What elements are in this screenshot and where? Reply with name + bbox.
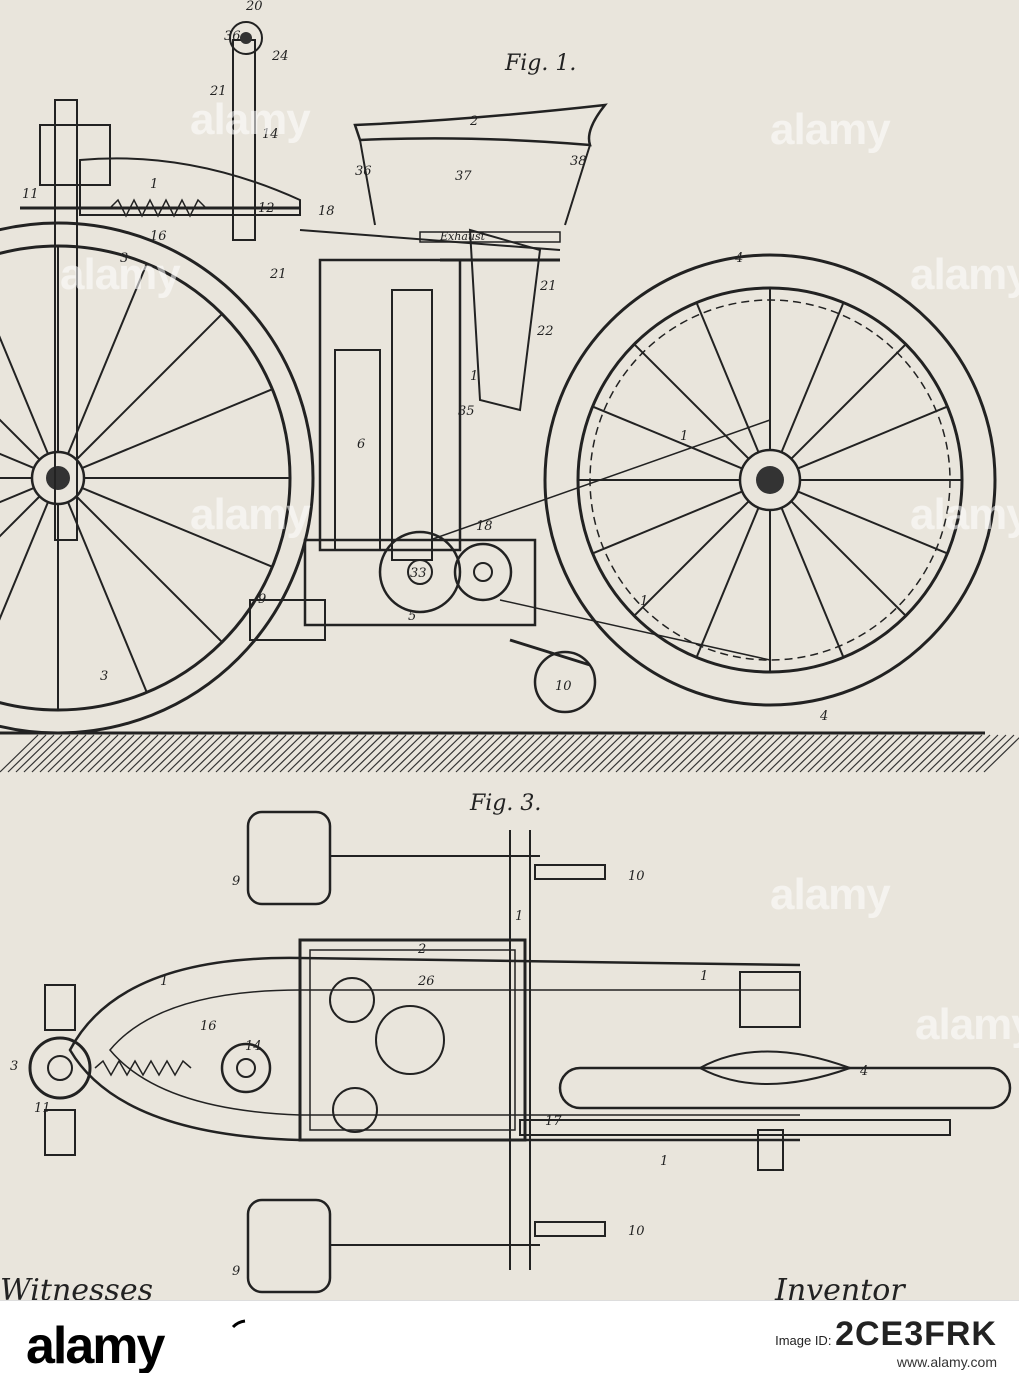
part-label: 4 xyxy=(859,1064,868,1079)
watermark-stamp: alamy xyxy=(770,870,890,920)
site-url: www.alamy.com xyxy=(775,1354,997,1370)
part-label: 36 xyxy=(355,164,372,179)
part-label: 36 xyxy=(224,29,241,44)
watermark-stamp: alamy xyxy=(915,1000,1019,1050)
part-label: 16 xyxy=(200,1019,217,1034)
part-label: 1 xyxy=(660,1154,668,1169)
part-label: 11 xyxy=(22,187,39,202)
part-label: 2 xyxy=(469,114,478,129)
patent-drawing-sheet: Fig. 1. xyxy=(0,0,1019,1300)
fig1-part-labels: 20 36 24 21 14 1 2 37 36 38 11 12 16 18 … xyxy=(22,0,828,724)
fig1-title: Fig. 1. xyxy=(504,51,576,76)
part-label: 3 xyxy=(100,669,108,684)
inventor-label: Inventor xyxy=(774,1273,906,1300)
part-label: 1 xyxy=(700,969,708,984)
part-label: 16 xyxy=(150,229,167,244)
part-label: 18 xyxy=(318,204,335,219)
part-label: 2 xyxy=(417,942,426,957)
part-label: 20 xyxy=(245,0,263,14)
part-label: 26 xyxy=(417,974,435,989)
part-label: 9 xyxy=(232,1264,240,1279)
watermark-stamp: alamy xyxy=(910,490,1019,540)
vehicle-frame xyxy=(20,158,560,260)
alamy-logo: alamy xyxy=(26,1317,326,1373)
part-label: 37 xyxy=(455,169,472,184)
part-label: 10 xyxy=(628,869,645,884)
part-label: 22 xyxy=(536,324,554,339)
part-label: 38 xyxy=(570,154,587,169)
image-id-label: Image ID: xyxy=(775,1333,831,1348)
part-label: 9 xyxy=(232,874,240,889)
part-label: 1 xyxy=(515,909,523,924)
fig3-title: Fig. 3. xyxy=(469,791,541,816)
svg-text:alamy: alamy xyxy=(26,1317,166,1373)
part-label: 33 xyxy=(410,566,427,581)
ground-line xyxy=(0,733,1019,772)
pad-bottom xyxy=(248,1200,330,1292)
part-label: 12 xyxy=(258,201,275,216)
part-label: 4 xyxy=(734,251,743,266)
frame-outline xyxy=(70,958,800,1140)
part-label: 21 xyxy=(269,267,287,282)
watermark-stamp: alamy xyxy=(190,490,310,540)
part-label: 18 xyxy=(476,519,493,534)
watermark-stamp: alamy xyxy=(190,95,310,145)
part-label: 24 xyxy=(271,49,289,64)
fig3-plan-view: Fig. 3. xyxy=(0,791,1010,1300)
part-label: 1 xyxy=(150,177,158,192)
image-id-block: Image ID: 2CE3FRK www.alamy.com xyxy=(775,1315,997,1370)
part-label: 9 xyxy=(258,592,266,607)
pad-top xyxy=(248,812,330,904)
part-label: 11 xyxy=(34,1101,51,1116)
part-label: 17 xyxy=(545,1114,562,1129)
watermark-stamp: alamy xyxy=(60,250,180,300)
image-id-code: 2CE3FRK xyxy=(835,1315,997,1353)
part-label: 3 xyxy=(10,1059,18,1074)
part-label: 4 xyxy=(819,709,828,724)
part-label: 1 xyxy=(160,974,168,989)
stock-footer: alamy Image ID: 2CE3FRK www.alamy.com xyxy=(0,1300,1019,1391)
part-label: 21 xyxy=(539,279,557,294)
steering-hub xyxy=(30,1038,90,1098)
witnesses-label: Witnesses xyxy=(0,1273,153,1300)
engine xyxy=(250,260,770,660)
rear-wheel xyxy=(545,255,995,705)
watermark-stamp: alamy xyxy=(770,105,890,155)
part-label: 14 xyxy=(245,1039,262,1054)
exhaust-label: Exhaust xyxy=(439,230,486,243)
watermark-stamp: alamy xyxy=(910,250,1019,300)
part-label: 6 xyxy=(357,437,365,452)
part-label: 1 xyxy=(680,429,688,444)
part-label: 5 xyxy=(408,609,416,624)
part-label: 10 xyxy=(555,679,572,694)
part-label: 35 xyxy=(458,404,475,419)
part-label: 1 xyxy=(470,369,478,384)
outrigger-wheel xyxy=(510,640,595,712)
part-label: 10 xyxy=(628,1224,645,1239)
part-label: 1 xyxy=(640,594,648,609)
patent-drawing: Fig. 1. xyxy=(0,0,1019,1300)
